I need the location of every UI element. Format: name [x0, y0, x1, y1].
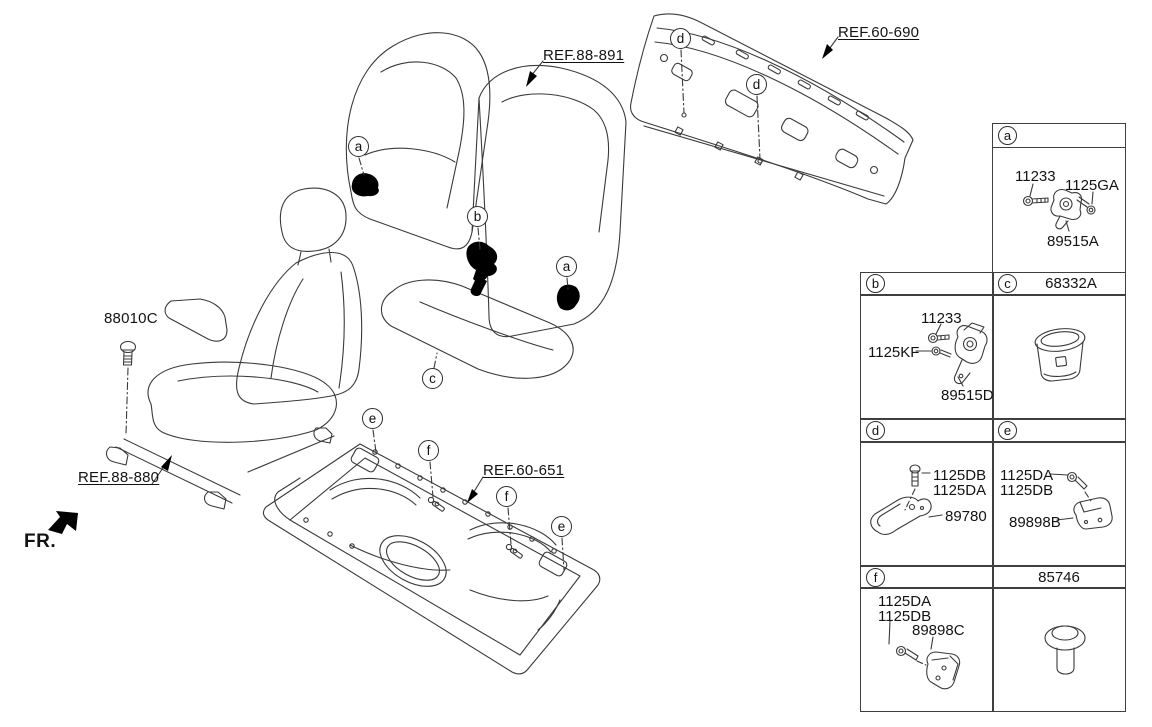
fr-direction-arrow	[48, 511, 78, 534]
table-body-f: 1125DA 1125DB 89898C	[860, 587, 994, 712]
part-89898b-drawing	[1049, 471, 1113, 530]
part-85746-drawing	[1044, 625, 1086, 675]
part-89898c-drawing	[888, 620, 961, 690]
table-callout-c: c	[998, 274, 1017, 294]
callout-e-floor-left[interactable]: e	[362, 408, 383, 429]
part-number-1125db-e[interactable]: 1125DB	[1000, 482, 1054, 499]
table-header-d: d	[860, 419, 994, 443]
table-callout-b: b	[866, 274, 885, 294]
callout-target-d1	[681, 112, 687, 118]
ref-rear-floor-link[interactable]: REF.60-651	[483, 462, 565, 479]
belt-anchor-blobs	[351, 173, 580, 311]
part-number-1125kf[interactable]: 1125KF	[868, 344, 920, 361]
part-68332a-drawing	[1034, 328, 1086, 382]
callout-d-tray-left[interactable]: d	[670, 28, 691, 49]
cell-dash-lines	[904, 488, 1092, 666]
part-number-1125da-f[interactable]: 1125DA	[878, 593, 932, 610]
table-body-e: 1125DA 1125DB 89898B	[992, 441, 1126, 566]
part-number-11233-a[interactable]: 11233	[1015, 167, 1056, 185]
part-number-11233-b[interactable]: 11233	[921, 310, 962, 327]
part-number-89515a[interactable]: 89515A	[1047, 232, 1099, 250]
table-header-a: a	[992, 123, 1126, 148]
table-callout-d: d	[866, 421, 885, 441]
part-number-89780[interactable]: 89780	[945, 508, 987, 525]
table-header-f: f	[860, 566, 994, 589]
callout-target-d2	[757, 158, 763, 164]
part-number-1125db-f[interactable]: 1125DB	[878, 608, 932, 625]
table-body-a: 11233 1125GA 89515A	[992, 146, 1126, 273]
part-number-89515d[interactable]: 89515D	[941, 387, 994, 404]
callout-c-seat-cushion[interactable]: c	[422, 368, 443, 389]
bolt-88010c-drawing	[119, 340, 137, 366]
callout-d-tray-center[interactable]: d	[746, 74, 767, 95]
table-callout-f: f	[866, 567, 885, 587]
leader-arrowheads	[161, 44, 833, 503]
table-body-c	[992, 294, 1126, 419]
part-89780-drawing	[870, 464, 943, 535]
part-number-68332a[interactable]: 68332A	[1045, 275, 1097, 293]
callout-a-left-seatback[interactable]: a	[348, 136, 369, 157]
part-89515a-drawing	[1022, 183, 1096, 232]
callout-e-floor-right[interactable]: e	[551, 516, 572, 537]
part-label-88010c[interactable]: 88010C	[104, 310, 158, 327]
part-number-1125ga[interactable]: 1125GA	[1065, 176, 1119, 194]
callout-f-floor-right[interactable]: f	[496, 486, 517, 507]
ref-rear-seat-back-link[interactable]: REF.88-891	[543, 47, 625, 64]
ref-front-seat-link[interactable]: REF.88-880	[78, 469, 160, 486]
part-number-89898b[interactable]: 89898B	[1009, 514, 1061, 531]
part-number-1125db-d[interactable]: 1125DB	[933, 467, 987, 484]
callout-b-center-belt[interactable]: b	[467, 206, 488, 227]
table-header-b: b	[860, 272, 994, 296]
part-number-85746[interactable]: 85746	[1038, 568, 1080, 586]
table-header-85746: 85746	[992, 566, 1126, 589]
table-body-d: 1125DB 1125DA 89780	[860, 441, 994, 566]
fr-orientation-label: FR.	[24, 531, 57, 552]
table-header-e: e	[992, 419, 1126, 443]
table-header-c: c 68332A	[992, 272, 1126, 296]
part-number-1125da-e[interactable]: 1125DA	[1000, 467, 1054, 484]
ref-package-tray-link[interactable]: REF.60-690	[838, 24, 920, 41]
floor-panel-drawing	[262, 443, 601, 675]
table-body-b: 11233 1125KF 89515D	[860, 294, 994, 419]
part-89515d-drawing	[915, 322, 988, 387]
table-body-85746	[992, 587, 1126, 712]
callout-a-right-seatback[interactable]: a	[556, 256, 577, 277]
table-callout-a: a	[998, 126, 1017, 145]
callout-f-floor-left[interactable]: f	[418, 440, 439, 461]
front-seat-drawing	[105, 187, 363, 510]
part-number-89898c[interactable]: 89898C	[912, 622, 965, 639]
table-callout-e: e	[998, 421, 1017, 441]
callout-dash-lines	[125, 49, 761, 571]
rear-seat-drawing	[345, 32, 627, 379]
part-number-1125da-d[interactable]: 1125DA	[933, 482, 987, 499]
